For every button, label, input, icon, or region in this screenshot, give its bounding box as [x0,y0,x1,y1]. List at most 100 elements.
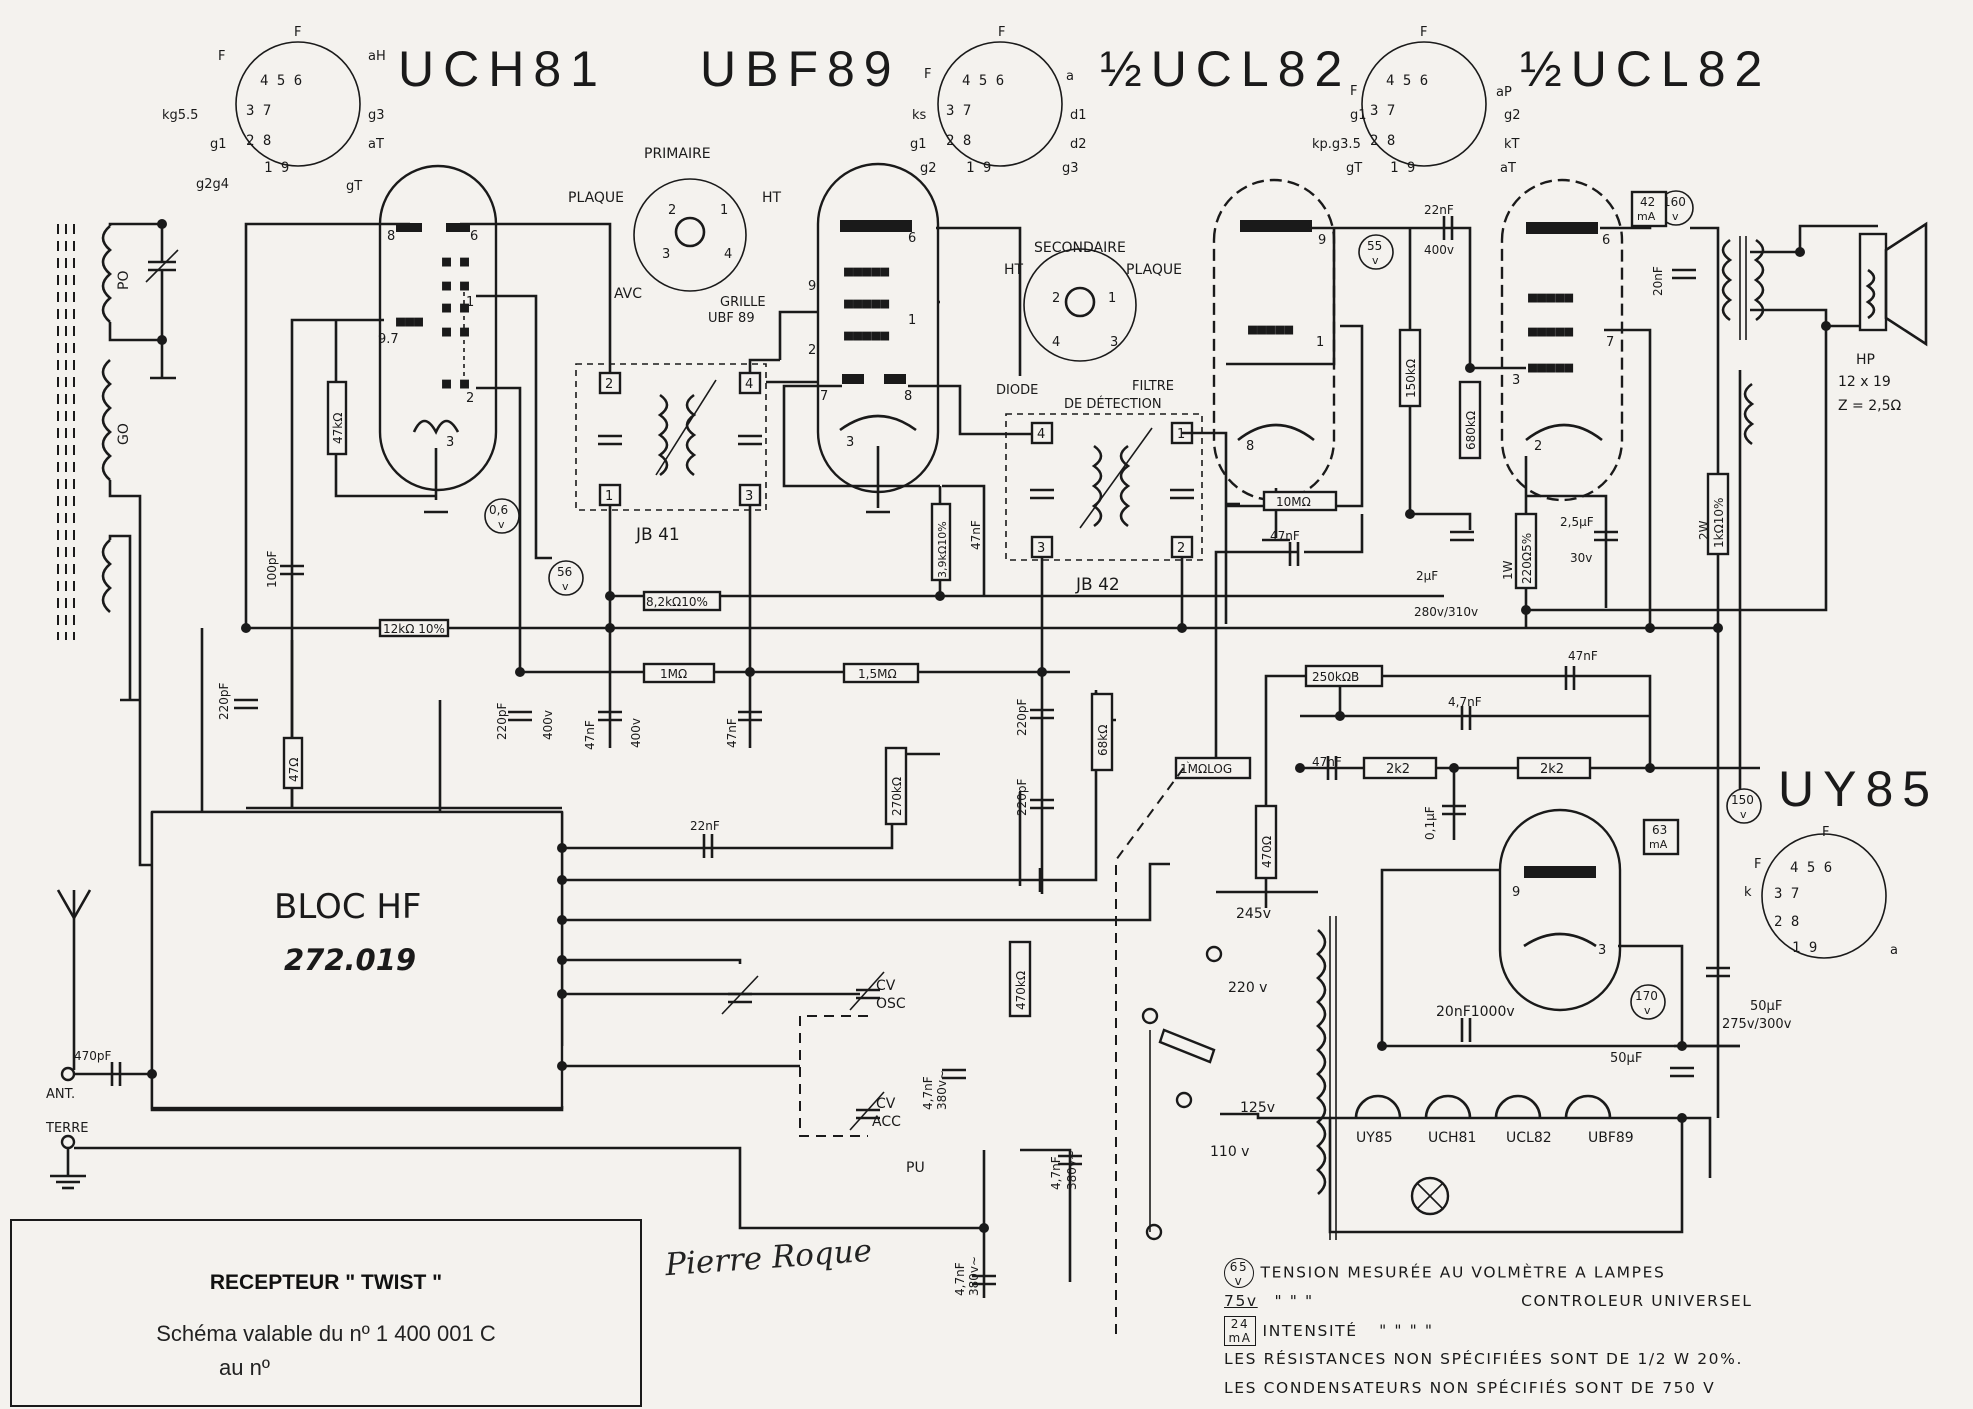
pinout-uch81: F F aH kg5.5 g3 g1 aT g2g4 gT 4 5 6 3 7 … [162,25,386,194]
resistor-2k2-a [1362,756,1438,780]
svg-text:9: 9 [1318,233,1326,248]
svg-text:v: v [1372,254,1379,267]
svg-text:2: 2 [466,391,474,406]
tube-title-ucl82-b: ½UCL82 [1520,41,1771,97]
antenna-terminals: ANT. TERRE [45,889,152,1190]
pinout-ucl82: F F aP g1 g2 kp.g3.5 kT gT aT 4 5 6 3 7 … [1312,25,1521,176]
svg-text:■■■■■: ■■■■■ [1528,288,1573,306]
svg-text:4 5 6: 4 5 6 [1386,73,1428,89]
mains-section: 245v 220 v 125v 110 v UY85 UCH81 UCL82 U… [1115,761,1634,1334]
svg-text:F: F [1754,857,1761,872]
svg-text:DE DÉTECTION: DE DÉTECTION [1064,396,1162,412]
svg-text:CV: CV [876,978,896,994]
svg-text:2: 2 [668,203,676,218]
capacitor-symbols [110,216,1730,1286]
svg-text:3: 3 [1110,335,1118,350]
svg-text:aT: aT [368,137,384,152]
svg-text:d1: d1 [1070,108,1087,123]
resistor-10m [1262,490,1338,512]
svg-text:1W: 1W [1501,560,1515,580]
resistor-1-5m [842,662,920,684]
svg-text:125v: 125v [1240,1100,1275,1116]
svg-text:55: 55 [1367,239,1382,253]
tube-title-ucl82-a: ½UCL82 [1100,41,1351,97]
svg-text:220pF: 220pF [1015,698,1029,736]
note-row-voltage-meter: 75v " " " CONTROLEUR UNIVERSEL [1224,1292,1753,1310]
resistor-2k2-b [1516,756,1592,780]
note-current: INTENSITÉ [1262,1321,1358,1340]
svg-text:v: v [1644,1004,1651,1017]
svg-text:g1: g1 [1350,108,1367,123]
svg-text:280v/310v: 280v/310v [1414,605,1478,619]
note-voltage-tube: TENSION MESURÉE AU VOLMÈTRE A LAMPES [1260,1263,1666,1282]
svg-text:1: 1 [720,203,728,218]
note-resistors: LES RÉSISTANCES NON SPÉCIFIÉES SONT DE 1… [1224,1350,1743,1368]
svg-text:g1: g1 [210,137,227,152]
svg-text:kp.g3.5: kp.g3.5 [1312,137,1361,152]
svg-text:4 5 6: 4 5 6 [962,73,1004,89]
svg-text:8: 8 [904,389,912,404]
svg-text:ANT.: ANT. [46,1087,75,1102]
measurement-labels: 0,6 v 56 v 55 v 160 v 150 v 170 v 42 mA … [484,190,1762,1020]
svg-text:UBF 89: UBF 89 [708,311,755,326]
svg-text:470Ω: 470Ω [1260,836,1274,868]
svg-text:■■■■■: ■■■■■ [1248,320,1293,338]
svg-text:UBF89: UBF89 [1588,1130,1634,1146]
svg-text:270kΩ: 270kΩ [890,777,904,816]
svg-text:aP: aP [1496,85,1512,100]
svg-text:k: k [1744,885,1752,900]
svg-text:245v: 245v [1236,906,1271,922]
svg-text:2,5µF: 2,5µF [1560,515,1594,529]
svg-text:9: 9 [808,279,816,294]
svg-text:d2: d2 [1070,137,1087,152]
svg-text:1: 1 [1177,427,1185,442]
note-voltage-meter: CONTROLEUR UNIVERSEL [1521,1292,1753,1310]
svg-text:■■■: ■■■ [396,312,423,330]
svg-text:220pF: 220pF [495,702,509,740]
svg-text:F: F [1822,825,1829,840]
svg-text:F: F [218,49,225,64]
svg-text:F: F [294,25,301,40]
svg-text:g3: g3 [1062,161,1079,176]
svg-text:47nF: 47nF [1270,529,1300,543]
schema-validity: Schéma valable du nº 1 400 001 C [156,1321,496,1346]
svg-text:110 v: 110 v [1210,1144,1249,1160]
svg-text:1kΩ10%: 1kΩ10% [1712,498,1726,548]
svg-text:1,5MΩ: 1,5MΩ [858,667,897,681]
resistors: 47kΩ 47Ω 12kΩ 10% 8,2kΩ10% 1MΩ 1,5MΩ 68k… [282,328,1730,1018]
svg-text:170: 170 [1635,989,1658,1003]
svg-text:4 5 6: 4 5 6 [260,73,302,89]
svg-text:4,7nF: 4,7nF [921,1076,935,1110]
svg-text:UY85: UY85 [1356,1130,1393,1146]
svg-text:12kΩ 10%: 12kΩ 10% [383,622,445,636]
svg-text:470pF: 470pF [74,1049,112,1063]
svg-text:50µF: 50µF [1610,1051,1642,1066]
svg-text:6: 6 [1602,233,1610,248]
svg-text:v: v [1740,808,1747,821]
pinout-ubf89: F F a ks d1 g1 d2 g2 g3 4 5 6 3 7 2 8 1 … [910,25,1087,176]
tube-title-ubf89: UBF89 [700,41,901,97]
junction-dots [147,247,1831,1233]
svg-text:1 9: 1 9 [1390,160,1415,176]
svg-text:3: 3 [662,247,670,262]
svg-text:4,7nF: 4,7nF [1049,1156,1063,1190]
svg-text:■ ■: ■ ■ [442,252,469,270]
svg-text:OSC: OSC [876,996,906,1012]
resistor-250k [1304,664,1384,688]
svg-text:3: 3 [846,435,854,450]
svg-text:4: 4 [724,247,732,262]
svg-text:g1: g1 [910,137,927,152]
svg-text:4: 4 [745,377,753,392]
resistor-47 [282,736,304,790]
svg-text:2 8: 2 8 [1370,133,1395,149]
svg-text:4 5 6: 4 5 6 [1790,860,1832,876]
svg-text:400v: 400v [629,718,643,748]
svg-text:470kΩ: 470kΩ [1014,971,1028,1010]
go-label: GO [116,423,132,445]
svg-text:8: 8 [387,229,395,244]
bloc-hf-ref: 272.019 [284,943,416,977]
svg-text:1: 1 [605,489,613,504]
svg-text:a: a [1066,69,1074,84]
